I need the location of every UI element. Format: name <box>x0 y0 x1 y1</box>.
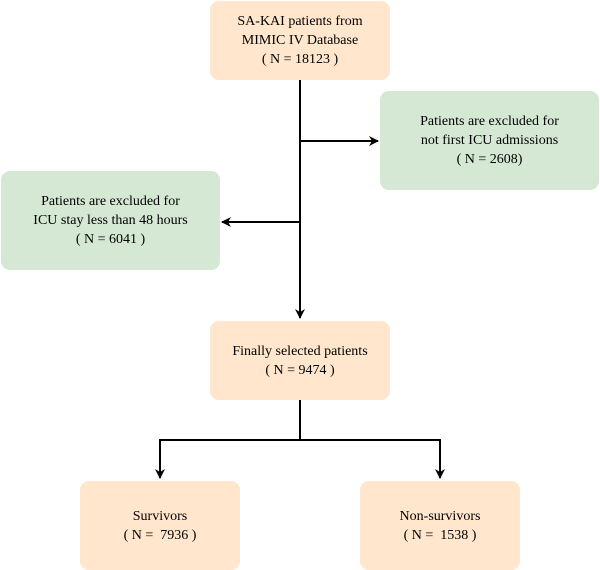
first-icu-exclusion-line-2: not first ICU admissions <box>420 133 559 148</box>
icu-stay-exclusion-line-2: ICU stay less than 48 hours <box>33 213 188 228</box>
first-icu-exclusion-count: ( N = 2608) <box>456 152 523 167</box>
survivors-box: Survivors ( N = 7936 ) <box>80 481 240 570</box>
first-icu-exclusion-line-1: Patients are excluded for <box>420 114 559 129</box>
source-box-line-1: SA-KAI patients from <box>237 14 363 29</box>
survivors-label: Survivors <box>132 508 188 524</box>
icu-stay-exclusion-count: ( N = 6041 ) <box>75 232 146 247</box>
source-box-count: ( N = 18123 ) <box>261 52 339 67</box>
source-patients-box: SA-KAI patients from MIMIC IV Database (… <box>210 1 390 80</box>
non-survivors-count: ( N = 1538 ) <box>403 527 477 543</box>
icu-stay-exclusion-box: Patients are excluded for ICU stay less … <box>1 171 220 270</box>
final-selected-count: ( N = 9474 ) <box>265 362 335 378</box>
non-survivors-label: Non-survivors <box>399 508 481 524</box>
survivors-count: ( N = 7936 ) <box>123 527 197 543</box>
first-icu-exclusion-box: Patients are excluded for not first ICU … <box>380 91 599 190</box>
final-selected-line-1: Finally selected patients <box>232 343 368 359</box>
source-box-line-2: MIMIC IV Database <box>241 33 359 48</box>
non-survivors-box: Non-survivors ( N = 1538 ) <box>360 481 520 570</box>
final-selected-box: Finally selected patients ( N = 9474 ) <box>210 321 390 400</box>
icu-stay-exclusion-line-1: Patients are excluded for <box>41 194 180 209</box>
